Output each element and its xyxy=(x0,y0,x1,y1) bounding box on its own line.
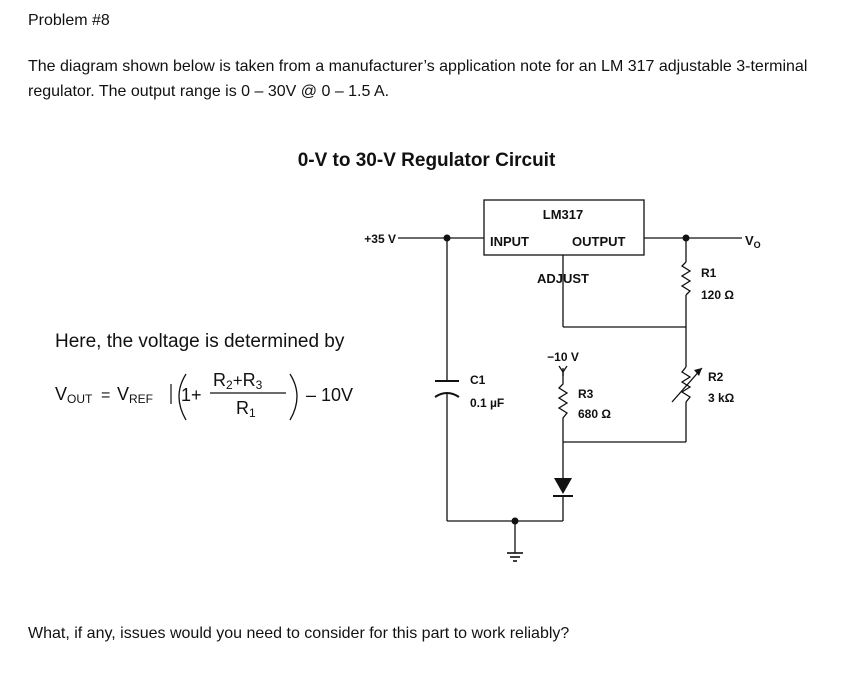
eq-left-paren xyxy=(178,373,187,421)
eq-minus-term: – 10V xyxy=(306,385,353,405)
eq-denominator: R1 xyxy=(236,398,256,420)
eq-equals: = xyxy=(101,387,110,404)
c1-name: C1 xyxy=(470,373,486,387)
neg-supply-label: −10 V xyxy=(547,350,579,364)
r3-name: R3 xyxy=(578,387,594,401)
c1-capacitor-icon xyxy=(434,380,460,398)
problem-title: Problem #8 xyxy=(28,12,110,29)
lm317-box xyxy=(483,199,645,256)
problem-intro: The diagram shown below is taken from a … xyxy=(28,58,808,100)
r2-arrow-head-icon xyxy=(694,368,702,376)
junction-dots xyxy=(443,234,690,525)
eq-vref: VREF xyxy=(117,384,153,406)
r2-value: 3 kΩ xyxy=(708,391,735,405)
eq-numerator: R2+R3 xyxy=(213,370,263,392)
c1-value: 0.1 µF xyxy=(470,396,504,410)
eq-one-plus: 1+ xyxy=(181,385,202,405)
supply-label: +35 V xyxy=(364,232,396,246)
r3-value: 680 Ω xyxy=(578,407,611,421)
eq-vout: VOUT xyxy=(55,384,93,406)
r2-resistor xyxy=(680,366,692,403)
r1-value: 120 Ω xyxy=(701,288,734,302)
vout-equation: VOUT = VREF 1+ R2+R3 R1 – 10V xyxy=(55,370,353,421)
diode-icon xyxy=(553,478,573,497)
adjust-pin-label: ADJUST xyxy=(537,271,589,286)
question-text: What, if any, issues would you need to c… xyxy=(28,625,570,642)
diagram-title: 0-V to 30-V Regulator Circuit xyxy=(297,150,556,171)
neg-supply-arrow-icon xyxy=(558,365,568,376)
r1-resistor xyxy=(680,261,692,296)
ground-icon xyxy=(507,552,523,562)
r2-name: R2 xyxy=(708,370,724,384)
r3-resistor xyxy=(557,372,569,442)
eq-right-paren xyxy=(289,373,298,421)
input-pin-label: INPUT xyxy=(490,234,529,249)
output-pin-label: OUTPUT xyxy=(572,234,626,249)
ic-name: LM317 xyxy=(543,207,583,222)
r2-variable-arrow xyxy=(671,367,703,403)
r1-name: R1 xyxy=(701,266,717,280)
equation-intro: Here, the voltage is determined by xyxy=(55,331,345,352)
vo-label: VO xyxy=(745,233,761,250)
